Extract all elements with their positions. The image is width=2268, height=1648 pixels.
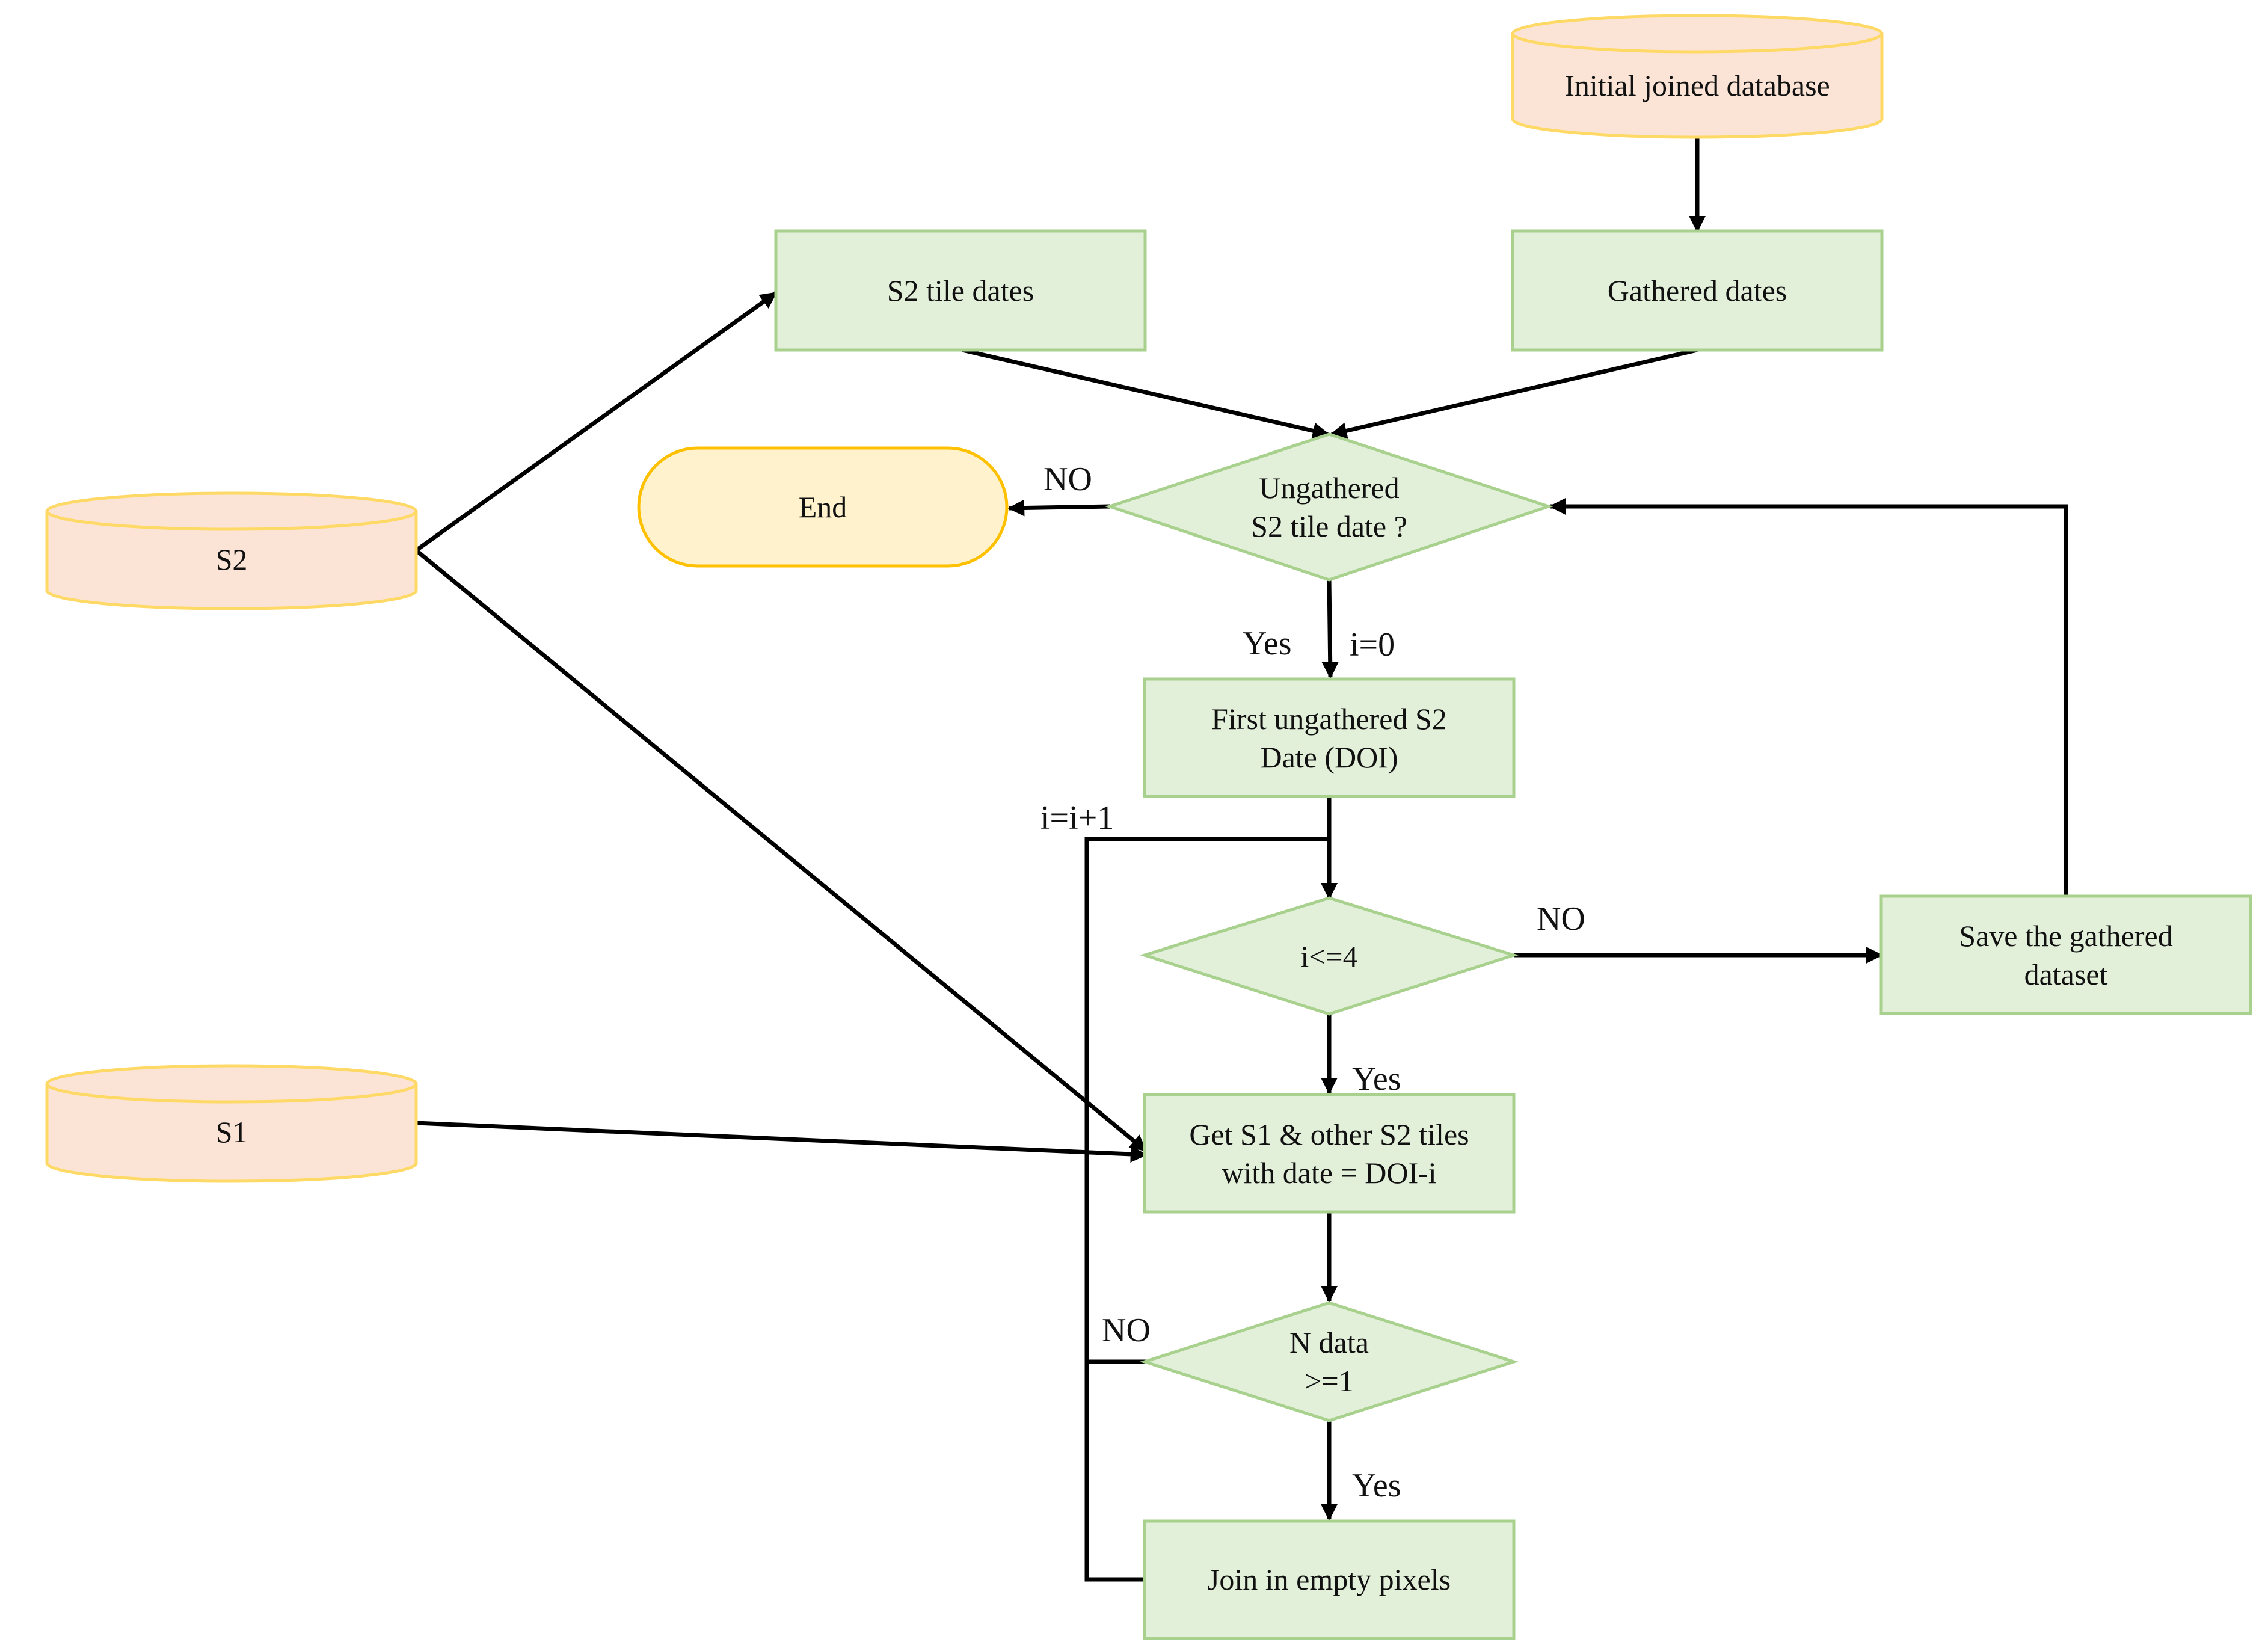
- edge-label-yes-first: Yes: [1243, 625, 1291, 662]
- decision-diamond: [1105, 432, 1553, 582]
- node-label: Ungathered S2 tile date ?: [1251, 471, 1407, 543]
- node-s2-database[interactable]: S2: [45, 491, 418, 610]
- database-cylinder-rim: [1511, 33, 1884, 54]
- node-label-line: Date (DOI): [1260, 740, 1398, 774]
- node-save-gathered[interactable]: Save the gathered dataset: [1879, 894, 2252, 1015]
- database-cylinder-body: [1511, 14, 1884, 139]
- node-label: S1: [216, 1115, 248, 1149]
- node-first-ungathered[interactable]: First ungathered S2 Date (DOI): [1143, 677, 1516, 798]
- edge-save-to-ungathered: [1549, 498, 2068, 896]
- edge-label-no-loop: NO: [1102, 1312, 1151, 1349]
- node-s2-tile-dates[interactable]: S2 tile dates: [774, 229, 1147, 352]
- node-label: End: [799, 490, 847, 524]
- decision-diamond: [1139, 896, 1519, 1016]
- node-label-line: S2 tile date ?: [1251, 509, 1407, 543]
- edge-label-yes-join: Yes: [1352, 1467, 1401, 1504]
- node-label: i<=4: [1300, 939, 1357, 973]
- terminal-shape: [637, 446, 1009, 568]
- edges: [414, 137, 2068, 1582]
- edge-label-no-save: NO: [1537, 900, 1585, 938]
- database-cylinder-body: [45, 491, 418, 610]
- node-label: S2 tile dates: [887, 274, 1034, 307]
- node-label-line: i<=4: [1300, 939, 1357, 973]
- node-s1-database[interactable]: S1: [45, 1064, 418, 1183]
- edge-label-i-increment: i=i+1: [1040, 799, 1114, 837]
- edge-s1-to-get-s1: [416, 1121, 1148, 1163]
- node-label-line: with date = DOI-i: [1222, 1156, 1436, 1190]
- node-label-line: First ungathered S2: [1211, 702, 1447, 736]
- node-label-line: S2: [216, 543, 248, 576]
- node-n-data-decision[interactable]: N data >=1: [1139, 1301, 1519, 1422]
- node-label: Initial joined database: [1564, 69, 1830, 102]
- node-gathered-dates[interactable]: Gathered dates: [1511, 229, 1884, 352]
- node-join-empty-pixels[interactable]: Join in empty pixels: [1143, 1519, 1516, 1640]
- node-label-line: dataset: [2024, 958, 2108, 991]
- edge-ungathered-yes-to-first: [1321, 579, 1339, 679]
- node-label-line: Initial joined database: [1564, 69, 1830, 102]
- node-label: First ungathered S2 Date (DOI): [1211, 702, 1447, 774]
- decision-diamond: [1139, 1301, 1519, 1422]
- node-label: Save the gathered dataset: [1959, 919, 2172, 991]
- process-box: [774, 229, 1147, 352]
- node-ungathered-decision[interactable]: Ungathered S2 tile date ?: [1105, 432, 1553, 582]
- edge-s2-to-s2-tile-dates: [414, 291, 778, 552]
- node-label: Join in empty pixels: [1208, 1563, 1451, 1596]
- node-label-line: N data: [1289, 1326, 1369, 1359]
- node-get-s1[interactable]: Get S1 & other S2 tiles with date = DOI-i: [1143, 1093, 1516, 1214]
- edge-labels: NO Yes i=0 i=i+1 NO Yes NO Yes: [1040, 461, 1585, 1504]
- edge-loop-back-to-i-le-4: [1084, 837, 1338, 1582]
- edge-s2-to-get-s1: [414, 549, 1148, 1152]
- edge-label-yes-get: Yes: [1352, 1060, 1401, 1098]
- nodes: Initial joined database S2 tile dates Ga…: [45, 14, 2252, 1640]
- node-initial-joined-database[interactable]: Initial joined database: [1511, 14, 1884, 139]
- node-label-line: >=1: [1305, 1364, 1353, 1398]
- process-box: [1143, 677, 1516, 798]
- node-label-line: S1: [216, 1115, 248, 1149]
- node-label-line: Join in empty pixels: [1208, 1563, 1451, 1596]
- node-label: Gathered dates: [1608, 274, 1787, 307]
- node-end-terminal[interactable]: End: [637, 446, 1009, 568]
- database-cylinder-body: [45, 1064, 418, 1183]
- node-i-le-4-decision[interactable]: i<=4: [1139, 896, 1519, 1016]
- edge-ungathered-no-to-end: [1007, 499, 1110, 517]
- node-label-line: Ungathered: [1259, 471, 1399, 505]
- node-label: S2: [216, 543, 248, 576]
- node-label-line: Get S1 & other S2 tiles: [1189, 1118, 1469, 1151]
- process-box: [1879, 894, 2252, 1015]
- process-box: [1511, 229, 1884, 352]
- node-label: N data >=1: [1289, 1326, 1369, 1398]
- database-cylinder-rim: [45, 1083, 418, 1104]
- process-box: [1143, 1519, 1516, 1640]
- node-label-line: End: [799, 490, 847, 524]
- database-cylinder-rim: [45, 511, 418, 531]
- edge-label-i-zero: i=0: [1350, 626, 1395, 663]
- edge-label-no-end: NO: [1043, 461, 1092, 498]
- edge-gathered-dates-to-ungathered: [1330, 348, 1698, 439]
- node-label-line: Gathered dates: [1608, 274, 1787, 307]
- node-label: Get S1 & other S2 tiles with date = DOI-i: [1189, 1118, 1469, 1190]
- process-box: [1143, 1093, 1516, 1214]
- node-label-line: Save the gathered: [1959, 919, 2172, 953]
- node-label-line: S2 tile dates: [887, 274, 1034, 307]
- edge-s2-tile-dates-to-ungathered: [962, 348, 1330, 439]
